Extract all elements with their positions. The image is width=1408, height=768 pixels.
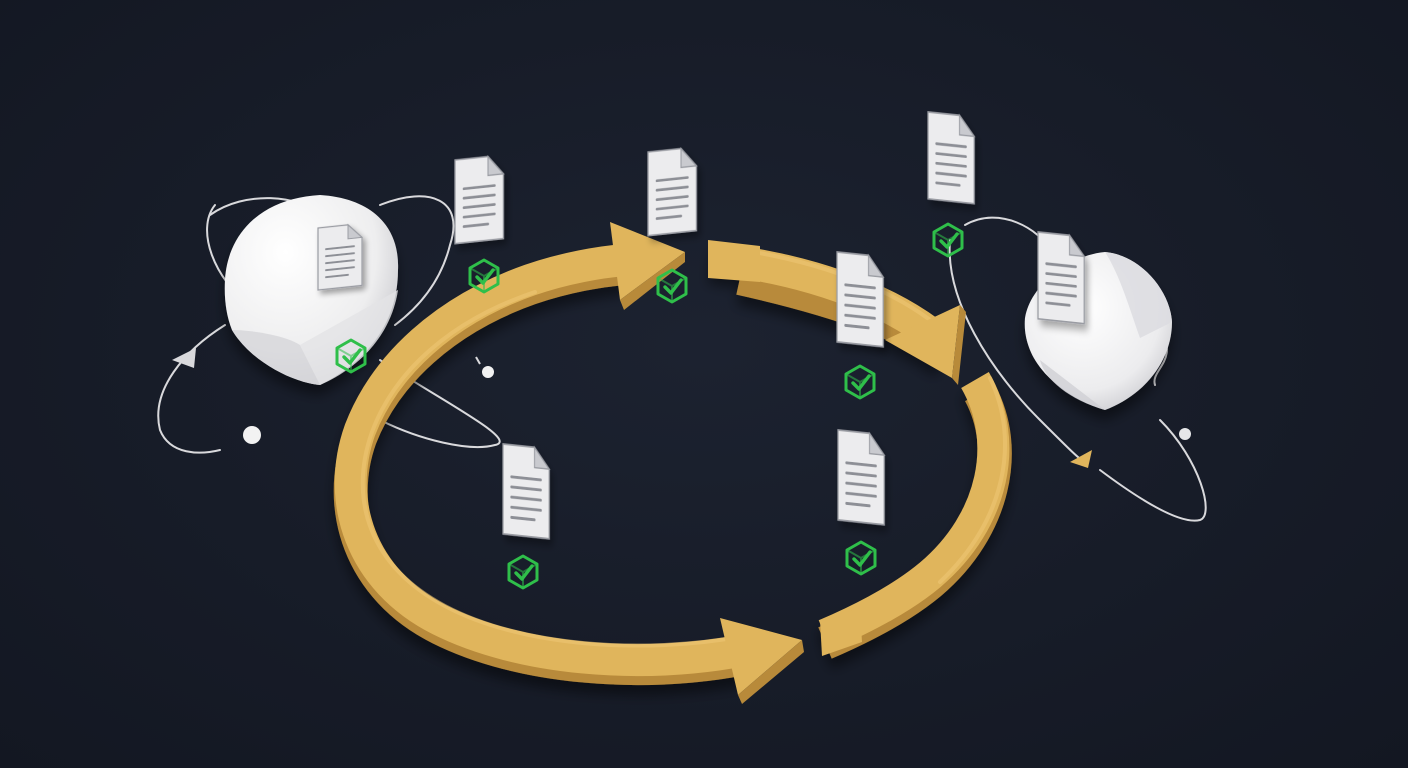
- cycle-ring: [333, 242, 1012, 685]
- left-orbit-dot: [243, 426, 261, 444]
- document-icon: [926, 110, 976, 206]
- verified-check-box-icon: [932, 222, 964, 258]
- document-icon: [501, 442, 551, 541]
- cycle-arrow-icon: [720, 618, 804, 704]
- document-icon: [646, 145, 698, 238]
- document-icon: [836, 428, 886, 527]
- verified-check-box-icon: [845, 540, 877, 576]
- document-icon: [453, 153, 505, 246]
- cycle-arrow-icon: [708, 240, 862, 656]
- left-orbit-dash: [475, 356, 481, 365]
- cycle-arrow-icon: [610, 222, 685, 310]
- left-orbit-dot-small: [482, 366, 494, 378]
- document-icon: [1036, 230, 1086, 326]
- verified-check-box-icon: [468, 258, 500, 294]
- verified-check-box-icon: [507, 554, 539, 590]
- cycle-arrow-icon: [885, 305, 966, 385]
- left-orbit-arrowhead-icon: [172, 348, 196, 368]
- document-icon: [835, 250, 885, 349]
- verified-check-box-icon: [844, 364, 876, 400]
- verified-check-box-icon: [656, 268, 688, 304]
- document-icon: [316, 222, 364, 292]
- right-orbit-dot: [1179, 428, 1191, 440]
- right-orbit-arrowhead-icon: [1070, 450, 1092, 468]
- polyhedron-node-icon: [224, 195, 399, 385]
